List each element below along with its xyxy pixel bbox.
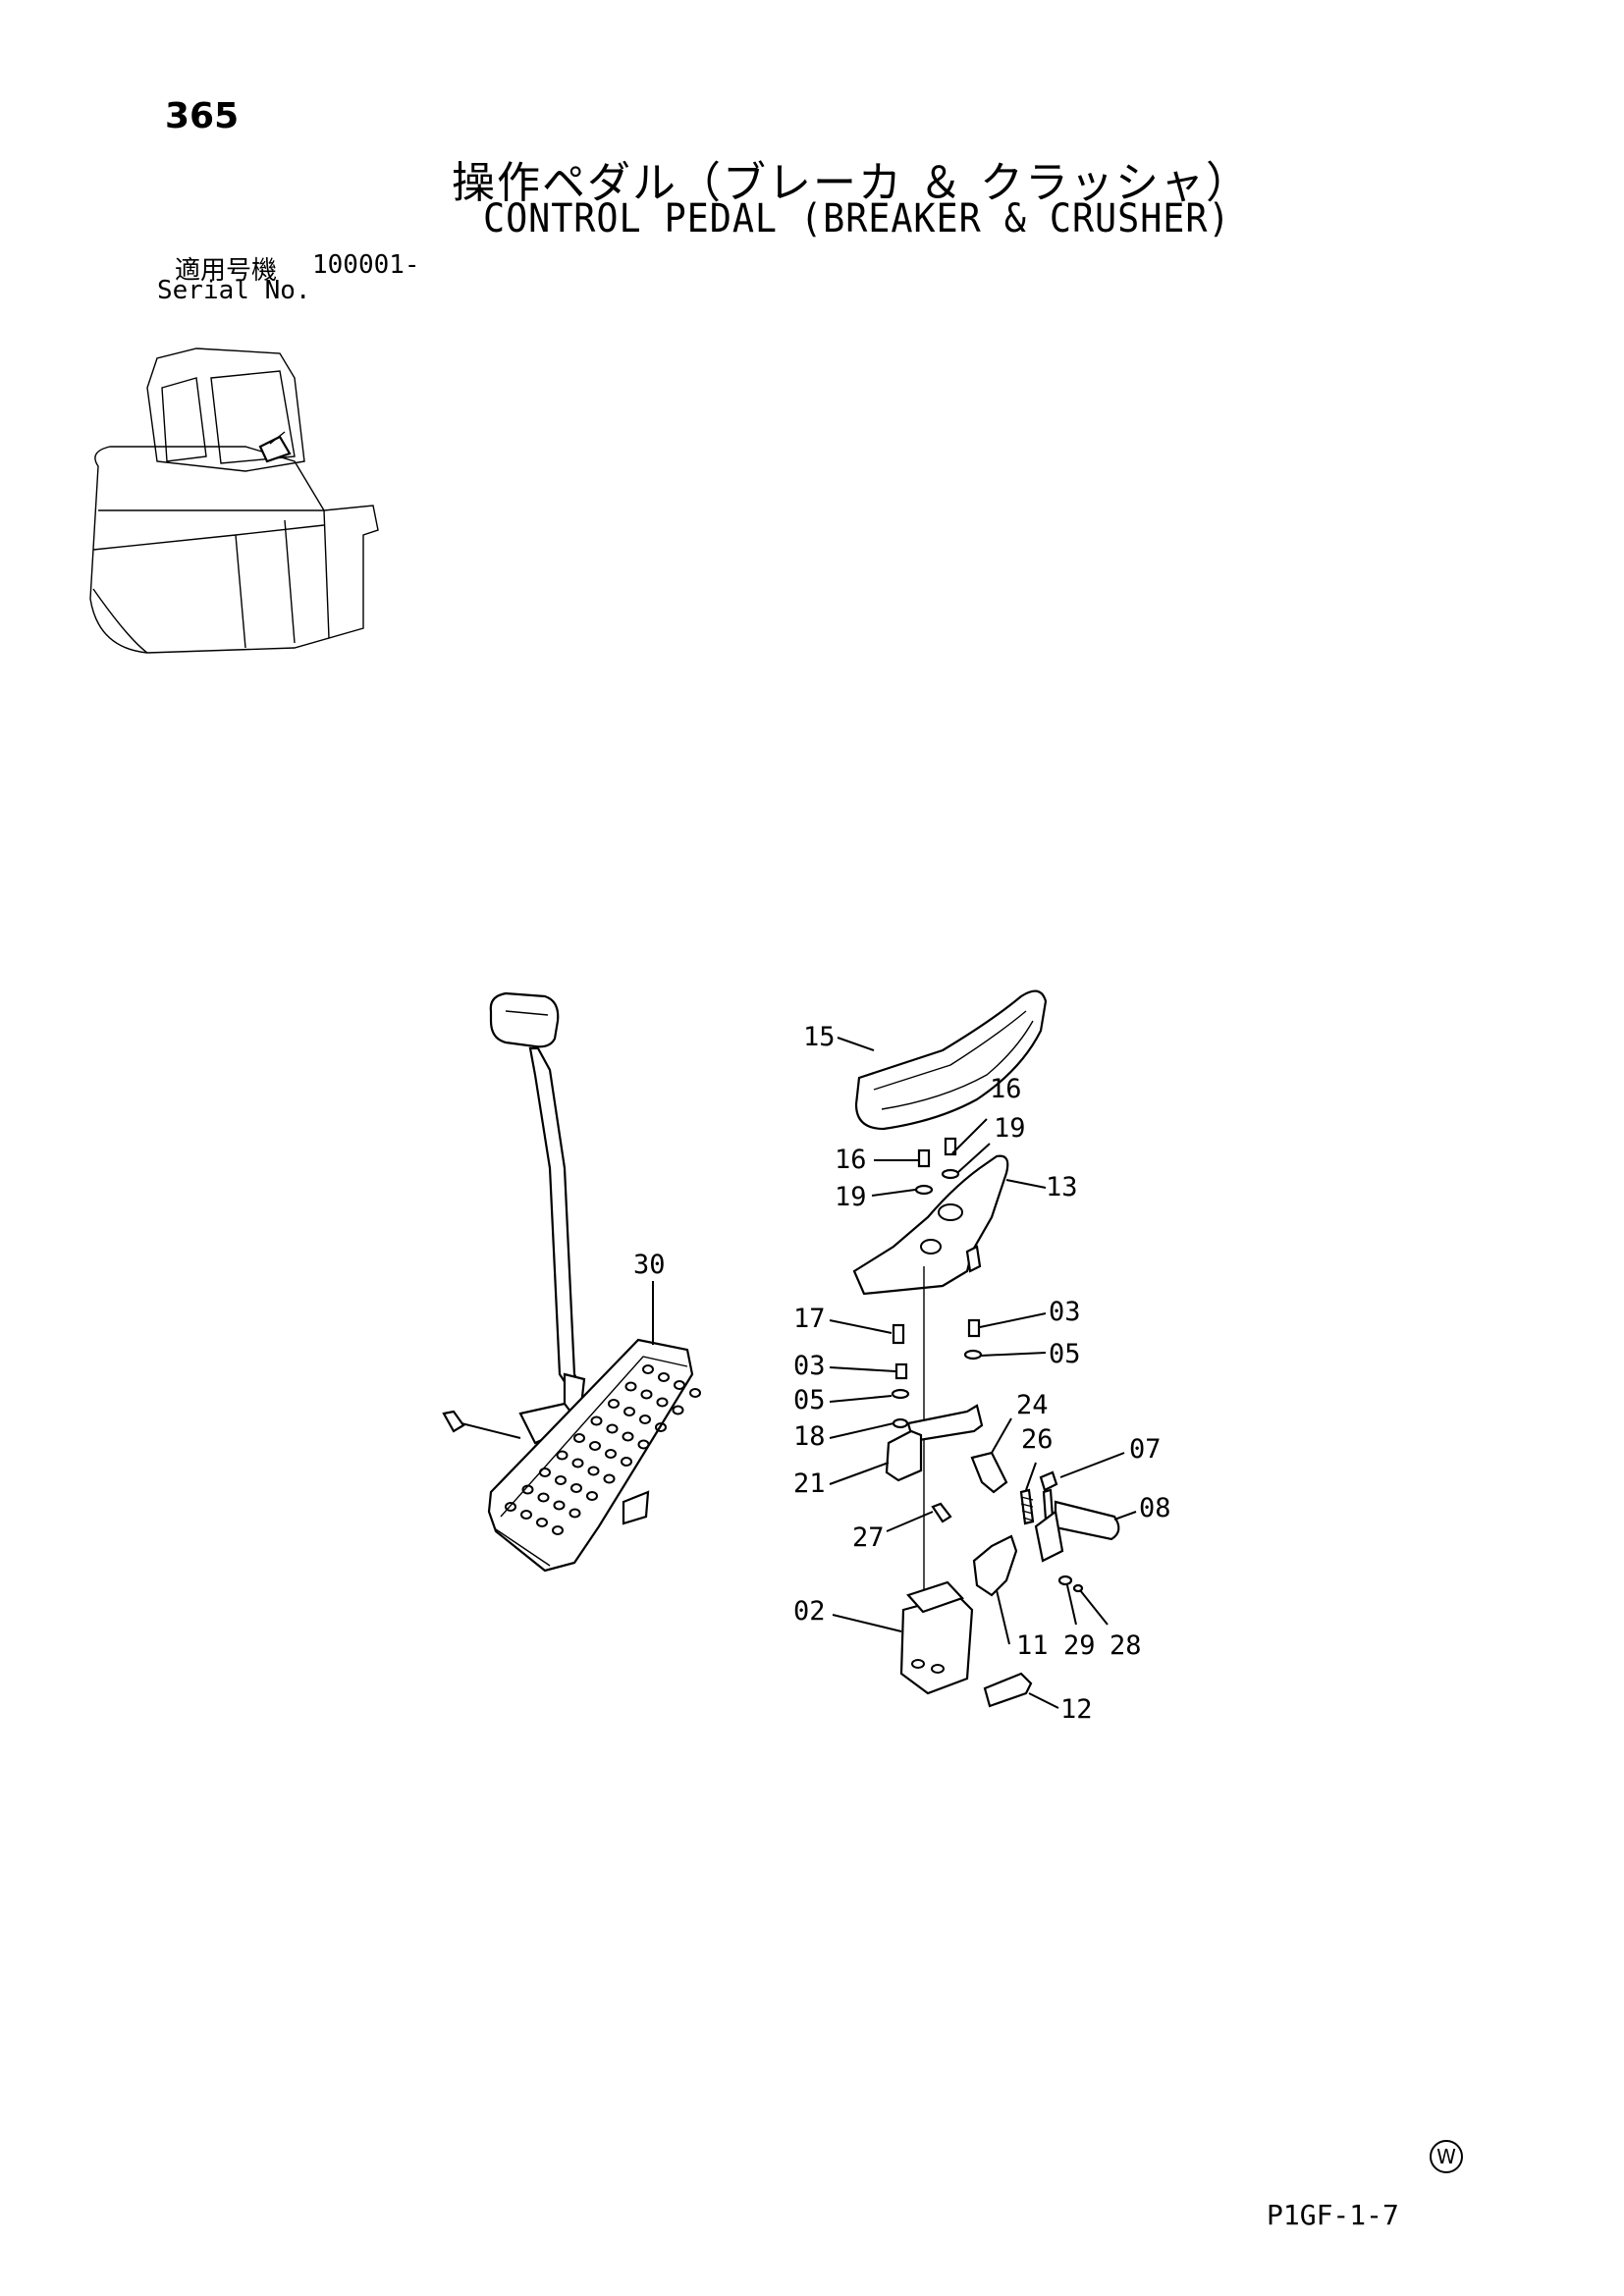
callout-11: 11 [1016,1630,1049,1661]
drawing-code: P1GF-1-7 [1267,2199,1399,2231]
callout-05-right: 05 [1049,1339,1081,1369]
tread-dot [539,1468,551,1477]
tread-dot [689,1388,701,1398]
tread-dot [639,1415,651,1424]
tread-dot [603,1473,616,1484]
callout-05-left: 05 [793,1385,826,1415]
tread-dot [589,1441,601,1451]
part-13-pedal-plate [852,1154,1009,1296]
tread-dot [672,1405,684,1415]
tread-dot [520,1510,532,1520]
page-title-japanese: 操作ペダル（ブレーカ ＆ クラッシャ） [452,158,1251,208]
callout-02: 02 [793,1596,826,1627]
tread-dot [568,1508,581,1519]
tread-dot [655,1422,667,1432]
switch-spring-assembly [970,1451,1035,1525]
serial-label-english: Serial No. [157,276,311,305]
lower-bracket-assembly [931,1502,1084,1597]
tread-dot [605,1449,617,1459]
tread-dot [505,1502,516,1512]
callout-18: 18 [793,1421,826,1452]
part-15-pedal-cover [854,989,1048,1131]
tread-dot [570,1483,582,1493]
callout-03-right: 03 [1049,1297,1081,1327]
pivot-shaft-assembly [1034,1470,1120,1563]
tread-dot [624,1381,637,1392]
tread-dot [606,1423,619,1434]
callout-16-upper: 16 [990,1074,1022,1104]
serial-label-japanese: 適用号機 [175,256,278,286]
callout-24: 24 [1016,1390,1049,1420]
plate-hole-left [938,1203,963,1221]
tread-dot [656,1397,669,1408]
tread-dot [553,1500,566,1511]
tread-dot [571,1458,584,1468]
tread-dot [552,1525,564,1535]
page-title-english: CONTROL PEDAL (BREAKER & CRUSHER) [483,196,1231,241]
callout-13: 13 [1046,1172,1078,1202]
part-30-lever-pedal-assembly [442,991,694,1573]
tread-dot [521,1484,534,1495]
machine-locator-illustration [89,347,379,654]
bracket-hardware [885,1318,984,1482]
callout-27: 27 [852,1522,885,1553]
callout-17: 17 [793,1304,826,1334]
tread-dot [556,1450,568,1461]
tread-dot [642,1364,654,1374]
tread-dot [555,1475,567,1485]
callout-29: 29 [1063,1630,1096,1661]
w-mark-symbol: W [1430,2140,1463,2173]
plate-hole-right [920,1239,942,1255]
callout-26: 26 [1021,1424,1054,1455]
tread-dot [658,1372,670,1382]
part-02-pilot-valve [899,1593,974,1695]
part-12-mounting-plate [983,1672,1033,1708]
tread-dot [586,1491,598,1501]
tread-dot [622,1431,634,1442]
serial-number-value: 100001- [312,250,420,280]
tread-dot [608,1399,620,1409]
tread-dot [623,1407,635,1416]
callout-labels: 15 16 16 19 19 13 30 17 03 03 05 05 [633,1022,1171,1725]
callout-30: 30 [633,1250,666,1280]
tread-dot [640,1389,653,1400]
pedal-tread-dots [505,1364,701,1535]
tread-dot [674,1380,685,1390]
callout-03-left: 03 [793,1351,826,1381]
tread-dot [637,1439,650,1450]
callout-08: 08 [1139,1493,1171,1523]
tread-dot [587,1466,600,1476]
tread-dot [537,1492,550,1503]
page-number: 365 [165,96,240,136]
callout-16-left: 16 [835,1145,867,1175]
bolt-group-top [914,1137,960,1196]
tread-dot [590,1415,603,1426]
tread-dot [573,1433,585,1443]
callout-07: 07 [1129,1434,1162,1465]
tread-dot [621,1457,632,1467]
callout-19-upper: 19 [994,1113,1026,1144]
callout-15: 15 [803,1022,836,1052]
callout-28: 28 [1110,1630,1142,1661]
callout-12: 12 [1060,1694,1093,1725]
callout-21: 21 [793,1468,826,1499]
tread-dot [536,1518,548,1527]
callout-19-left: 19 [835,1182,867,1212]
